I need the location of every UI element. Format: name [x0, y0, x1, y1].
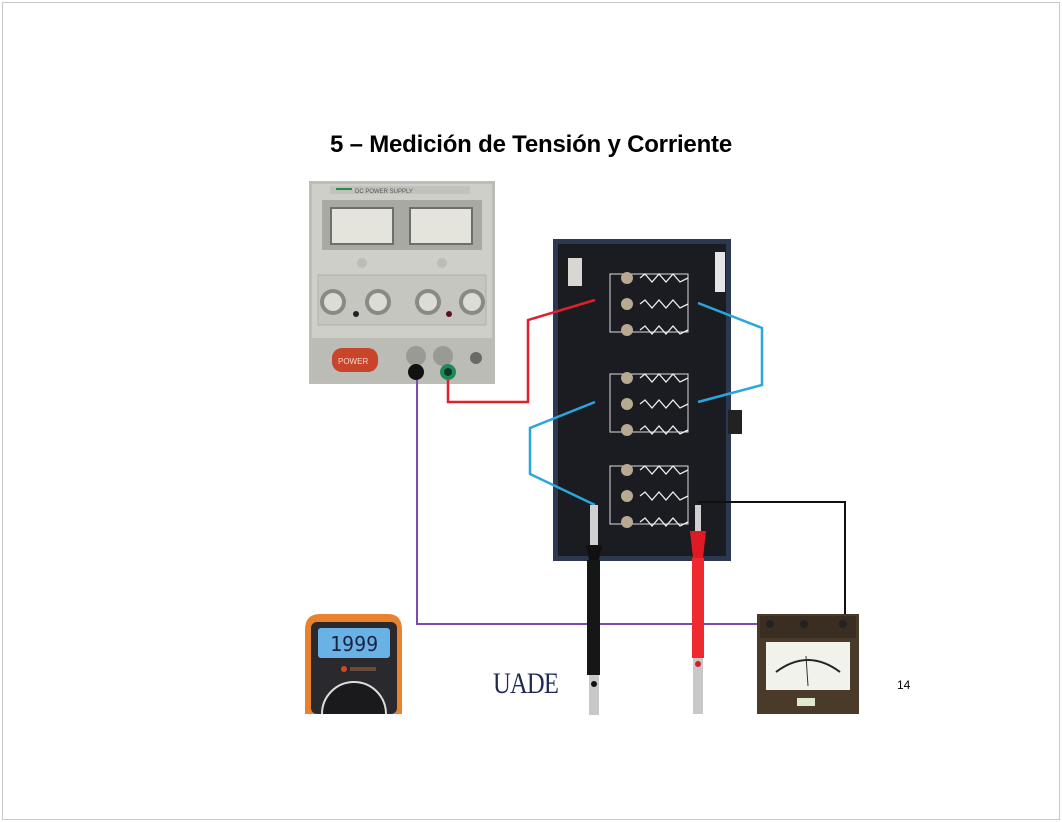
- knob[interactable]: [415, 289, 441, 315]
- binding-post[interactable]: [621, 464, 633, 476]
- power-supply-label: DC POWER SUPPLY: [355, 189, 413, 195]
- knob[interactable]: [365, 289, 391, 315]
- resistor-symbol: [639, 273, 689, 283]
- binding-post[interactable]: [621, 272, 633, 284]
- knob[interactable]: [320, 289, 346, 315]
- black-probe[interactable]: [586, 505, 602, 715]
- current-display: [409, 207, 473, 245]
- resistor-symbol: [639, 491, 689, 501]
- uade-logo: UADE: [493, 667, 559, 700]
- binding-post[interactable]: [621, 490, 633, 502]
- blue-wire-lower: [528, 400, 596, 507]
- analog-meter: [757, 614, 859, 714]
- resistor-symbol: [639, 425, 689, 435]
- power-button[interactable]: POWER: [332, 348, 378, 372]
- blue-wire-upper: [697, 301, 764, 404]
- red-probe[interactable]: [690, 505, 706, 714]
- svg-text:POWER: POWER: [338, 357, 368, 366]
- red-wire: [446, 298, 596, 404]
- meter-terminal[interactable]: [766, 620, 774, 628]
- slide-title: 5 – Medición de Tensión y Corriente: [330, 131, 732, 158]
- purple-wire: [416, 380, 768, 625]
- knob[interactable]: [459, 289, 485, 315]
- resistor-symbol: [639, 299, 689, 309]
- binding-post[interactable]: [621, 516, 633, 528]
- resistor-group: [609, 272, 689, 336]
- dc-power-supply: DC POWER SUPPLY POWER: [309, 181, 495, 384]
- resistor-group: [609, 372, 689, 436]
- resistor-group: [609, 464, 689, 528]
- resistor-symbol: [639, 517, 689, 527]
- meter-terminal[interactable]: [839, 620, 847, 628]
- binding-post[interactable]: [621, 372, 633, 384]
- meter-terminal[interactable]: [800, 620, 808, 628]
- binding-post[interactable]: [621, 398, 633, 410]
- binding-post[interactable]: [621, 324, 633, 336]
- negative-terminal[interactable]: [408, 364, 424, 380]
- svg-text:1999: 1999: [330, 632, 378, 656]
- resistor-symbol: [639, 325, 689, 335]
- binding-post[interactable]: [621, 298, 633, 310]
- page-number: 14: [897, 678, 911, 692]
- resistor-board: [553, 239, 742, 561]
- rotary-dial[interactable]: [321, 681, 387, 715]
- multimeter-display: [318, 628, 390, 658]
- voltage-display: [330, 207, 394, 245]
- binding-post[interactable]: [621, 424, 633, 436]
- resistor-symbol: [639, 399, 689, 409]
- digital-multimeter: 1999: [305, 614, 402, 715]
- resistor-symbol: [639, 465, 689, 475]
- resistor-symbol: [639, 373, 689, 383]
